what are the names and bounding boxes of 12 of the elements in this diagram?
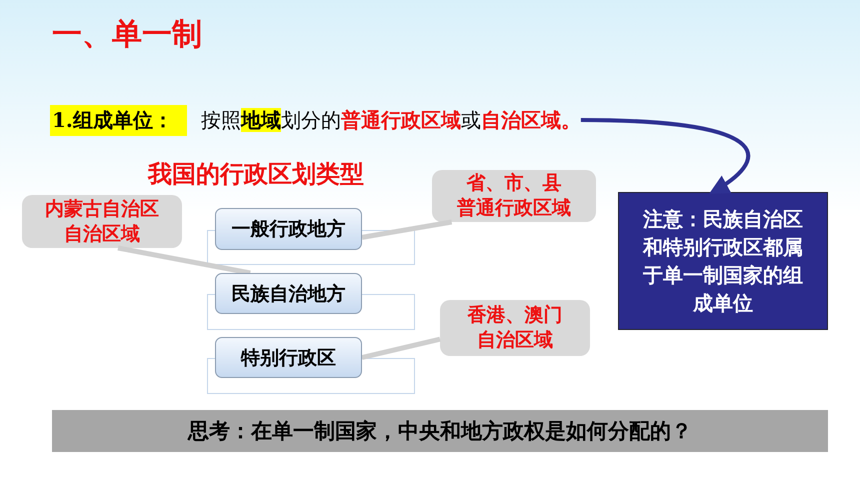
callout-bubble: 内蒙古自治区 自治区域 — [22, 195, 182, 248]
callout-bubble: 香港、澳门 自治区域 — [440, 300, 590, 356]
callout-bubble: 省、市、县 普通行政区域 — [432, 170, 596, 222]
category-box: 特别行政区 — [215, 337, 362, 378]
diagram-heading: 我国的行政区划类型 — [148, 159, 364, 190]
category-box: 民族自治地方 — [215, 273, 362, 314]
slide-title: 一、单一制 — [52, 16, 202, 54]
curved-arrow — [580, 118, 750, 194]
question-bar: 思考：在单一制国家，中央和地方政权是如何分配的？ — [52, 410, 828, 452]
note-box: 注意：民族自治区和特别行政区都属于单一制国家的组成单位 — [618, 192, 828, 330]
section-heading: 1.组成单位： — [50, 104, 187, 136]
category-box: 一般行政地方 — [215, 208, 362, 250]
